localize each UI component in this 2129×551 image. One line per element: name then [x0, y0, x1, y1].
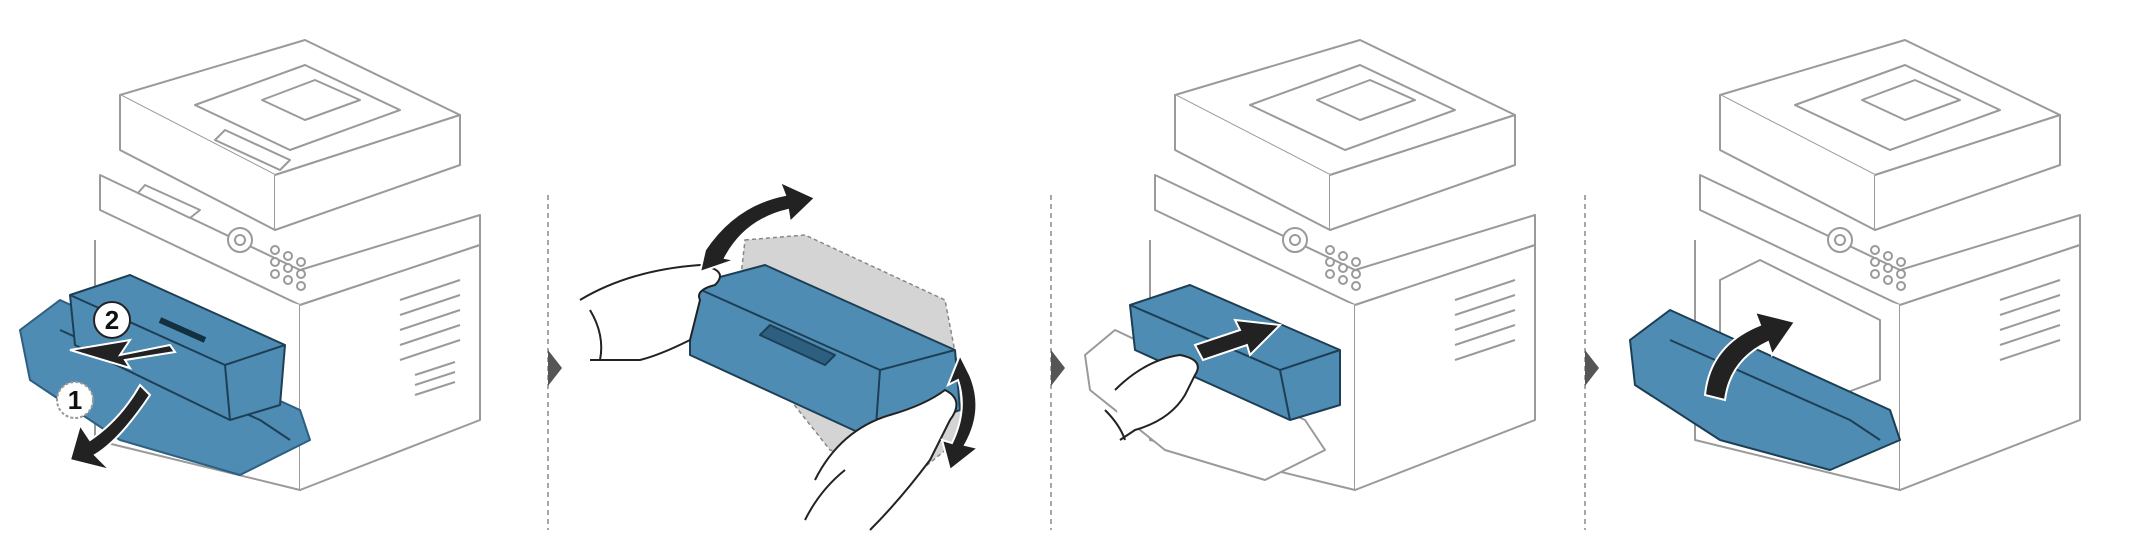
close-arrow — [1703, 310, 1797, 402]
separator-2 — [1050, 195, 1065, 530]
separator-1 — [547, 195, 562, 530]
step-arrow-icon — [1585, 350, 1599, 386]
toner-cartridge — [689, 264, 961, 441]
hand-right — [804, 389, 958, 531]
svg-text:1: 1 — [68, 385, 82, 415]
step-1-panel: 2 1 — [19, 39, 481, 491]
separator-3 — [1584, 195, 1599, 530]
keypad — [1325, 245, 1361, 291]
step-arrow-icon — [1051, 350, 1065, 386]
step-arrow-icon — [548, 350, 562, 386]
step-2-panel — [579, 180, 981, 531]
svg-text:2: 2 — [105, 305, 119, 335]
step-4-panel — [1629, 39, 2081, 491]
step-3-panel — [1084, 39, 1536, 491]
hand-left — [579, 264, 721, 361]
hand — [1104, 354, 1199, 441]
insert-arrow — [1193, 318, 1283, 362]
motion-arrows — [68, 338, 177, 472]
callout-1: 1 — [56, 381, 94, 419]
shake-arrows — [698, 180, 981, 472]
callout-2: 2 — [93, 301, 131, 339]
keypad — [270, 245, 306, 291]
toner-cartridge — [1129, 284, 1341, 421]
keypad — [1870, 245, 1906, 291]
